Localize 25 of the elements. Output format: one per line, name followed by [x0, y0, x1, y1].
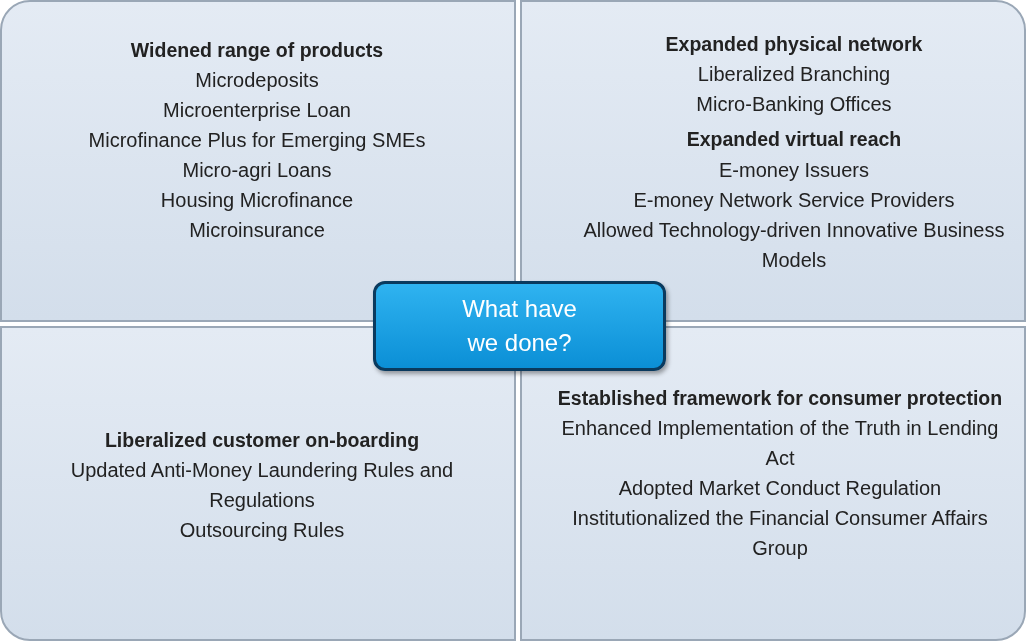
- list-item: Allowed Technology-driven Innovative Business Models: [582, 217, 1006, 273]
- list-item: Housing Microfinance: [160, 188, 354, 214]
- list-item: Adopted Market Conduct Regulation: [618, 476, 942, 502]
- list-item: Updated Anti-Money Laundering Rules and Regulations: [69, 458, 455, 514]
- list-item: Micro-agri Loans: [182, 158, 332, 184]
- list-item: Microdeposits: [195, 68, 319, 94]
- center-label: What have we done?: [461, 294, 578, 358]
- list-item: Microenterprise Loan: [163, 98, 351, 124]
- list-item: Liberalized Branching: [697, 62, 891, 88]
- list-item: Outsourcing Rules: [179, 518, 345, 544]
- section-heading: Widened range of products: [130, 38, 384, 63]
- quadrant-panel: [0, 0, 516, 322]
- list-item: E-money Network Service Providers: [633, 187, 955, 213]
- list-item: Microinsurance: [189, 218, 325, 244]
- section-heading: Established framework for consumer protection: [557, 386, 1003, 411]
- list-item: E-money Issuers: [718, 157, 870, 183]
- center-box: [373, 281, 666, 371]
- section-heading: Liberalized customer on-boarding: [104, 428, 420, 453]
- list-item: Institutionalized the Financial Consumer Affairs Group: [571, 506, 989, 562]
- quadrant-panel: [520, 0, 1026, 322]
- list-item: Micro-Banking Offices: [696, 92, 892, 118]
- section-heading: Expanded virtual reach: [686, 127, 902, 153]
- section-heading: Expanded physical network: [665, 32, 923, 57]
- list-item: Enhanced Implementation of the Truth in Lending Act: [560, 416, 1000, 472]
- list-item: Microfinance Plus for Emerging SMEs: [88, 128, 426, 154]
